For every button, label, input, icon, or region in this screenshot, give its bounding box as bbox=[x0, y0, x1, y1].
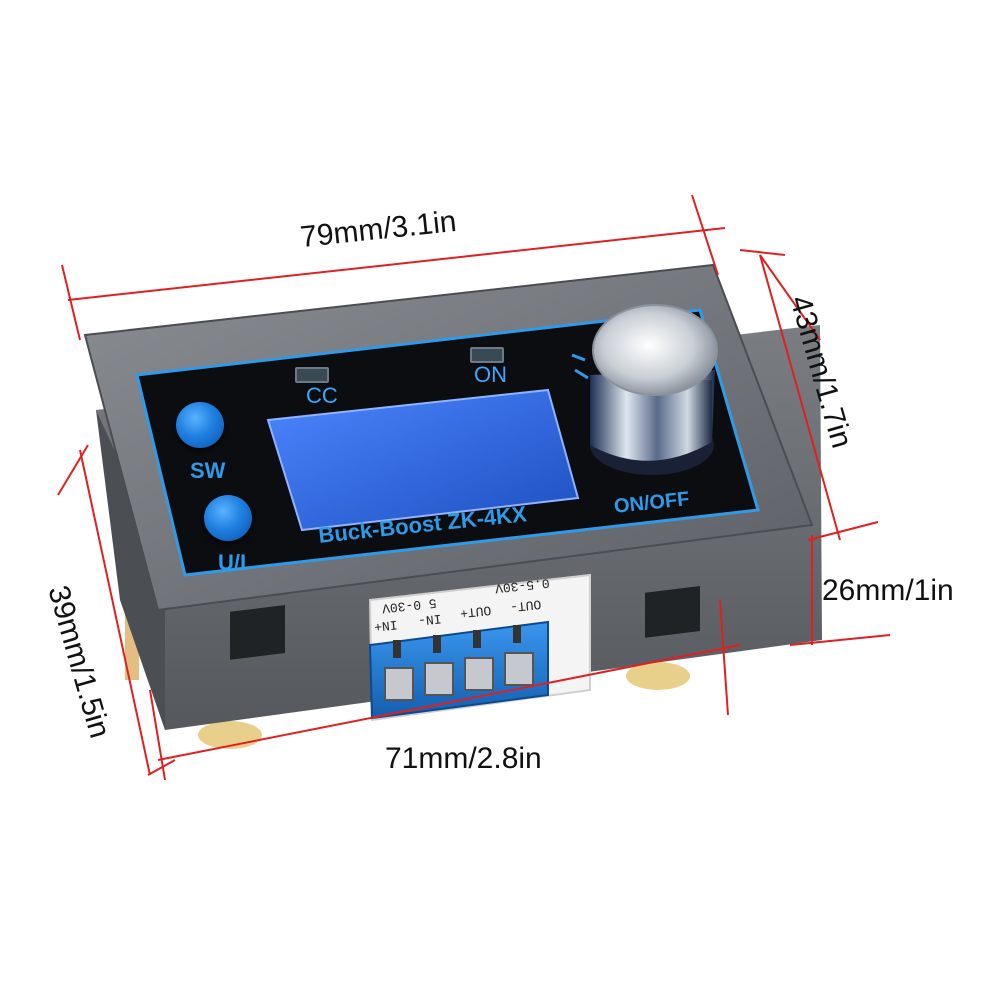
dim-line-bottom-width bbox=[157, 644, 741, 761]
lcd-screen bbox=[266, 388, 580, 532]
side-clip bbox=[230, 605, 285, 660]
terminal-screw[interactable] bbox=[424, 662, 454, 696]
side-clip bbox=[645, 586, 700, 638]
dimension-lines bbox=[57, 194, 891, 781]
led-on bbox=[470, 347, 504, 363]
led-cc-label: CC bbox=[306, 383, 338, 408]
terminal-pin-label: IN- bbox=[417, 610, 443, 629]
terminal-screw[interactable] bbox=[384, 667, 414, 701]
terminal-screw[interactable] bbox=[504, 652, 534, 686]
sw-button-label: SW bbox=[190, 458, 226, 483]
knob-cap bbox=[592, 304, 718, 396]
knob-tick-mark bbox=[571, 353, 586, 362]
led-on-label: ON bbox=[474, 362, 507, 387]
knob[interactable] bbox=[590, 304, 718, 475]
capacitor-foot bbox=[626, 662, 690, 690]
knob-tick-mark bbox=[574, 368, 589, 380]
dimension-bottom-width: 71mm/2.8in bbox=[385, 742, 542, 775]
dim-line-top-width bbox=[67, 227, 726, 301]
led-cc bbox=[295, 367, 329, 383]
dimension-depth: 26mm/1in bbox=[822, 574, 954, 607]
dim-line-side-height bbox=[79, 449, 151, 776]
terminal-pins bbox=[393, 625, 521, 658]
housing-side bbox=[96, 410, 165, 730]
terminal-screw[interactable] bbox=[464, 657, 494, 691]
dim-line-front-height bbox=[759, 254, 821, 341]
terminal-block bbox=[368, 620, 549, 720]
terminal-screws bbox=[384, 652, 534, 701]
sw-button[interactable] bbox=[176, 402, 224, 448]
ui-button-label: U/I bbox=[218, 550, 247, 575]
ui-button[interactable] bbox=[204, 495, 252, 541]
terminal-pin-label: IN+ bbox=[373, 616, 399, 635]
